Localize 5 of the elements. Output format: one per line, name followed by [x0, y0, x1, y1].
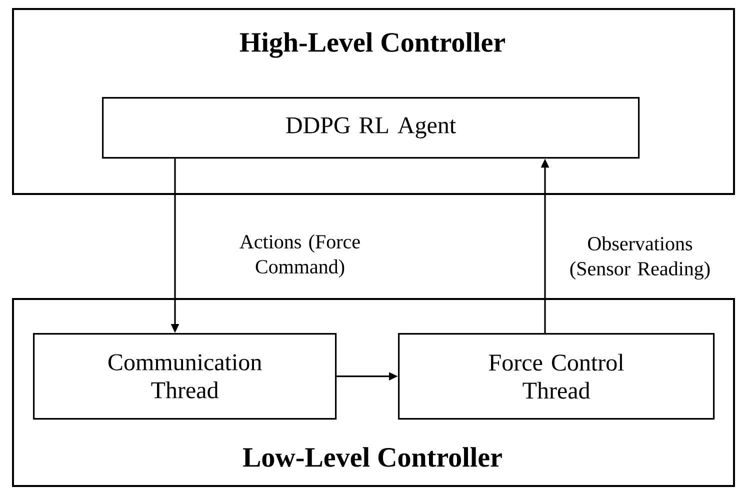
- process-box: DDPG RL Agent: [102, 97, 640, 159]
- edge-label: Actions (Force Command): [224, 233, 376, 279]
- edge-label: Observations (Sensor Reading): [564, 235, 716, 281]
- process-box: Communication Thread: [33, 333, 337, 420]
- process-box: Force Control Thread: [398, 333, 715, 420]
